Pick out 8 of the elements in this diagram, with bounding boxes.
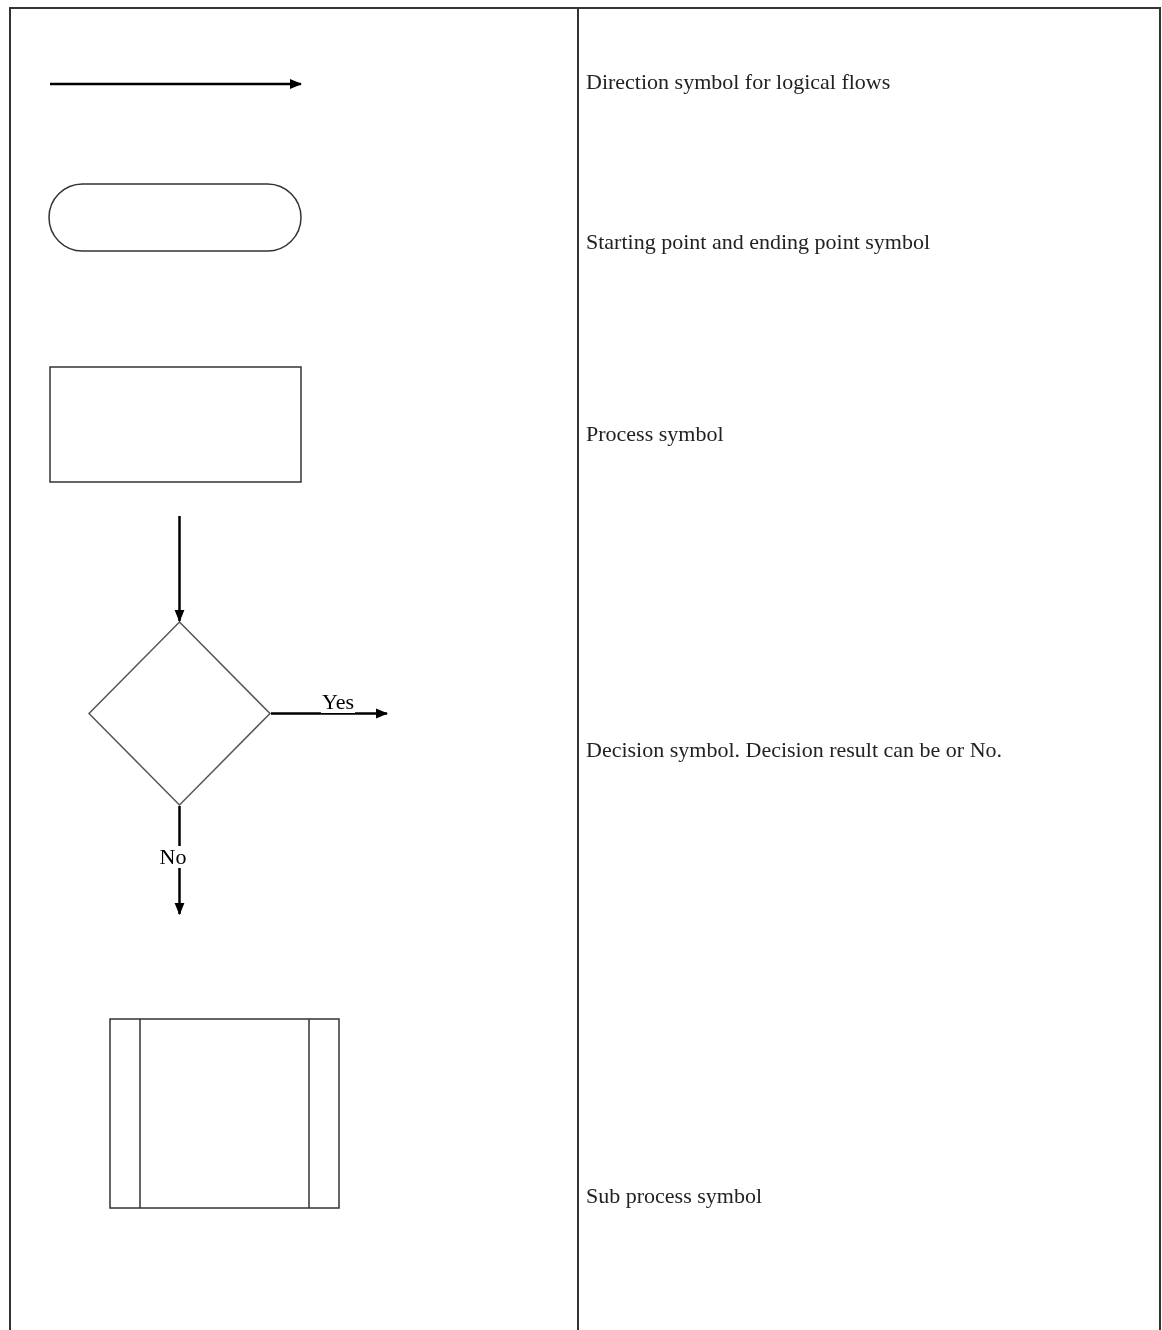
description-text: Sub process symbol bbox=[586, 1182, 762, 1210]
description-text: Direction symbol for logical flows bbox=[586, 68, 891, 96]
description-text: Decision symbol. Decision result can be or No. bbox=[586, 736, 1003, 764]
description-text: Starting point and ending point symbol bbox=[586, 228, 931, 256]
edge-label: No bbox=[158, 846, 188, 868]
arrow bbox=[174, 516, 185, 623]
arrow bbox=[271, 708, 389, 719]
description-text: Process symbol bbox=[586, 420, 724, 448]
